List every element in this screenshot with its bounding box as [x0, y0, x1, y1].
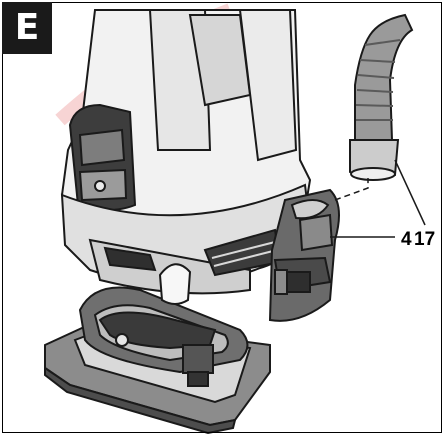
suction-hose [349, 13, 414, 181]
collet [182, 344, 214, 387]
panel-label: E [2, 2, 52, 54]
callout-17-label: 17 [414, 229, 436, 250]
speed-dial-panel [68, 103, 137, 211]
callout-17-leader [394, 159, 426, 226]
figure-border [2, 2, 442, 433]
callout-4-label: 4 [401, 229, 412, 250]
lower-housing-ring [60, 183, 312, 305]
assembly-guide-line [334, 178, 369, 201]
dust-adapter [268, 188, 340, 322]
